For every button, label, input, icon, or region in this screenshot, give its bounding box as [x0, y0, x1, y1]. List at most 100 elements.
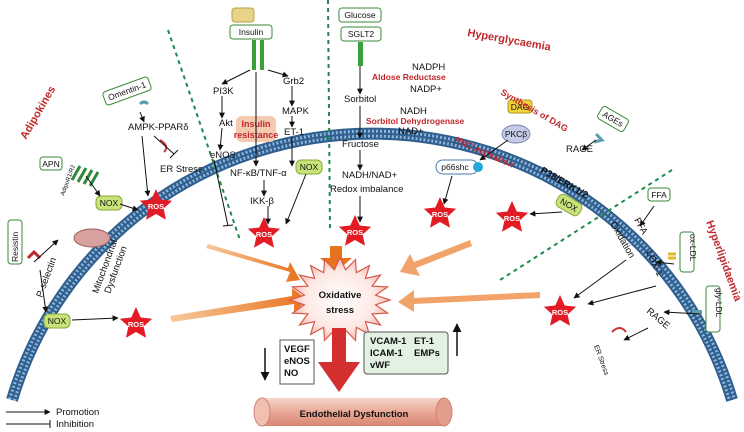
sorbdh-label: Sorbitol Dehydrogenase [366, 116, 465, 126]
glucose-label: Glucose [344, 10, 375, 20]
glyldl-label: gly-LDL [714, 288, 724, 318]
nox-pill-4 [555, 193, 583, 217]
sglt2-label: SGLT2 [348, 29, 375, 39]
fructose-label: Fructose [342, 139, 379, 150]
oxidative-stress-burst: Oxidative stress [288, 256, 392, 344]
dag-label: DAG [511, 102, 529, 112]
ros-star-shape [543, 295, 577, 326]
et1-label: ET-1 [284, 127, 304, 138]
inhibition-lines [153, 135, 234, 227]
p-icon [473, 162, 483, 172]
down-arrow [318, 328, 360, 392]
insulin-receptor: Insulin [229, 7, 273, 70]
ros-star-shape [423, 197, 457, 228]
nadp-label: NADP+ [410, 84, 442, 95]
er-stress-icon-2 [611, 327, 627, 333]
enos-label: eNOS [210, 150, 236, 161]
resistin-receptor: Resistin [7, 219, 42, 265]
nox-pill-3 [295, 159, 323, 175]
oxidative-label: Oxidative [319, 290, 362, 301]
nox-label-1: NOX [100, 198, 119, 208]
er-stress-label-2: ER Stress [592, 344, 610, 376]
pi3k-label: PI3K [213, 86, 234, 97]
adhesion-box: VCAM-1 ICAM-1 vWF ET-1 EMPs [363, 323, 462, 375]
dag-box [507, 99, 533, 114]
nox-label-3: NOX [300, 162, 319, 172]
emps-label: EMPs [414, 348, 440, 359]
inhibition-label: Inhibition [56, 419, 94, 430]
ros-star: ROS [247, 217, 281, 248]
enos2-label: eNOS [284, 356, 310, 367]
oxldl-receptor: ox-LDL [668, 231, 698, 273]
er-stress-label-1: ER Stress [160, 164, 203, 175]
p66-label: p66shc [441, 162, 469, 172]
nadhnad-label: NADH/NAD+ [342, 170, 398, 181]
region-hyperglycaemia: Hyperglycaemia [466, 27, 552, 54]
pselectin-label: P-selectin [34, 256, 59, 299]
redox-label: Redox imbalance [330, 184, 403, 195]
icam-label: ICAM-1 [370, 348, 403, 359]
ros-label: ROS [552, 308, 568, 317]
akt-label: Akt [219, 118, 233, 129]
endo-label: Endothelial Dysfunction [300, 409, 409, 420]
ros-label: ROS [256, 230, 272, 239]
nadh-label-1: NADH [400, 106, 427, 117]
ros-star-shape [338, 215, 372, 246]
big-arrows [170, 240, 540, 322]
insulin-label: Insulin [239, 27, 264, 37]
ros-star: ROS [543, 295, 577, 326]
mitochondria-icon [73, 228, 111, 248]
vegf-box: VEGF eNOS NO [260, 339, 315, 385]
glyldl-receptor: gly-LDL [692, 285, 724, 333]
vcam-label: VCAM-1 [370, 336, 407, 347]
sorbitol-label: Sorbitol [344, 94, 376, 105]
ros-label: ROS [148, 202, 164, 211]
ros-star-shape [247, 217, 281, 248]
no-label: NO [284, 368, 298, 379]
ros-star: ROS [119, 307, 153, 338]
pkcb-label: PKCβ [505, 129, 527, 139]
oxldl-label: ox-LDL [688, 234, 698, 262]
region-dividers [167, 0, 673, 281]
resistin-label: Resistin [10, 231, 20, 262]
ros-stars: ROS ROS ROS ROS ROS ROS ROS [119, 189, 577, 338]
apn-label: APN [42, 159, 59, 169]
cell-membrane [6, 127, 738, 402]
aldose-label: Aldose Reductase [372, 72, 446, 82]
ages-receptor: AGEs [593, 106, 629, 144]
ros-star-shape [495, 201, 529, 232]
rage-label: RAGE [566, 144, 593, 155]
legend: Promotion Inhibition [6, 407, 99, 430]
ros-star-shape [139, 189, 173, 220]
apn-receptor: APN AdipoR1/R2 [39, 156, 100, 197]
vegf-label: VEGF [284, 344, 310, 355]
nadph-label: NADPH [412, 62, 445, 73]
omentin-label: Omentin-1 [107, 79, 148, 102]
er-stress-icon [159, 139, 168, 153]
glucose-receptor: Glucose SGLT2 [338, 7, 382, 66]
ffa-receptor: FFA [647, 187, 671, 202]
ros-label: ROS [504, 214, 520, 223]
ros-star: ROS [338, 215, 372, 246]
ros-star: ROS [423, 197, 457, 228]
endothelial-vessel: Endothelial Dysfunction [253, 397, 453, 427]
grb2-label: Grb2 [283, 76, 304, 87]
ros-star: ROS [495, 201, 529, 232]
nadplus-label: NAD+ [398, 126, 424, 137]
ros-star-shape [119, 307, 153, 338]
pkcb-oval [501, 124, 531, 144]
vwf-label: vWF [370, 360, 390, 371]
ikkb-label: IKK-β [250, 196, 274, 207]
omentin-receptor: Omentin-1 [102, 76, 152, 106]
ros-label: ROS [128, 320, 144, 329]
ros-label: ROS [347, 228, 363, 237]
region-adipokines: Adipokines [18, 84, 58, 141]
ros-star: ROS [139, 189, 173, 220]
mapk-label: MAPK [282, 106, 310, 117]
nox-pill-2 [43, 313, 71, 329]
rage2-label: RAGE [644, 306, 672, 332]
promotion-label: Promotion [56, 407, 99, 418]
stress-label: stress [326, 305, 354, 316]
